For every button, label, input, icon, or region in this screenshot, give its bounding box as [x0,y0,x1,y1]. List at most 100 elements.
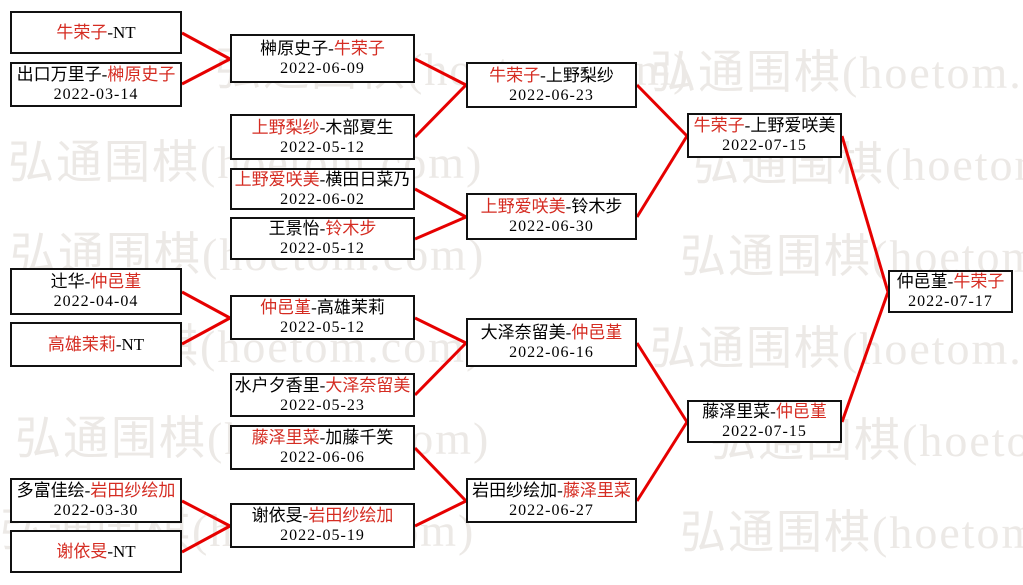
match-date: 2022-05-12 [280,138,365,156]
watermark-text: 弘通围棋(hoetom.com) [680,507,1023,558]
connector-line [413,83,468,139]
vs-hyphen: - [107,542,113,561]
match-date: 2022-05-23 [280,396,365,414]
player-name: 谢依旻 [56,542,108,561]
player-name: NT [113,542,136,561]
match-date: 2022-06-23 [509,86,594,104]
player-name: 上野爱咲美 [480,197,566,216]
match-players: 上野爱咲美-铃木步 [481,196,623,217]
connector-line [414,215,467,241]
match-players: 仲邑堇-高雄茉莉 [260,297,385,318]
player-name: 辻华 [50,272,85,291]
player-name: 上野爱咲美 [750,116,836,135]
match-players: 藤泽里菜-加藤千笑 [252,427,394,448]
match-players: 牛荣子-上野爱咲美 [694,115,836,136]
connector-line [413,446,468,503]
connector-line [635,83,689,138]
match-players: 藤泽里菜-仲邑堇 [702,401,827,422]
match-date: 2022-06-06 [280,449,365,466]
connector-line [181,290,231,320]
match-date: 2022-06-09 [280,60,365,77]
player-name: 岩田纱绘加 [472,481,558,500]
connector-line [414,57,467,87]
vs-hyphen: - [770,402,776,421]
vs-hyphen: - [744,116,751,135]
connector-line [181,31,231,61]
player-name: 水户夕香里 [234,375,320,395]
match-box[interactable]: 牛荣子-NT [10,11,182,54]
player-name: 上野梨纱 [545,65,614,85]
vs-hyphen: - [319,117,326,137]
player-name: 上野梨纱 [251,117,320,137]
match-players: 榊原史子-牛荣子 [260,38,385,59]
vs-hyphen: - [319,375,326,395]
player-name: 牛荣子 [333,39,385,58]
vs-hyphen: - [947,272,954,291]
player-name: NT [121,335,145,354]
match-players: 高雄茉莉-NT [48,334,144,355]
match-date: 2022-06-30 [509,218,594,235]
connector-line [414,316,467,345]
match-box[interactable]: 高雄茉莉-NT [10,322,182,367]
vs-hyphen: - [302,506,309,525]
match-date: 2022-07-17 [908,293,993,310]
match-date: 2022-06-02 [280,190,365,208]
match-date: 2022-06-27 [509,502,594,519]
match-players: 上野梨纱-木部夏生 [252,117,394,138]
match-players: 多富佳绘-岩田纱绘加 [17,480,176,501]
connector-line [635,421,689,502]
connector-line [414,187,467,219]
connector-line [181,524,231,554]
match-box[interactable]: 谢依旻-NT [10,530,182,573]
player-name: 藤泽里菜 [251,428,320,447]
match-players: 谢依旻-岩田纱绘加 [252,505,394,526]
player-name: 出口万里子 [16,65,102,84]
player-name: 岩田纱绘加 [90,481,176,500]
player-name: 王景怡 [268,219,320,238]
player-name: 榊原史子 [260,39,329,58]
connector-line [635,135,689,218]
player-name: NT [113,23,136,42]
match-date: 2022-07-15 [722,137,807,154]
match-players: 出口万里子-榊原史子 [17,64,176,85]
match-players: 辻华-仲邑堇 [51,271,142,292]
watermark-text: 弘通围棋(hoetom.com) [650,323,1023,374]
player-name: 牛荣子 [56,23,108,42]
connector-line [840,291,890,423]
player-name: 牛荣子 [693,116,745,135]
player-name: 高雄茉莉 [47,335,116,354]
match-players: 王景怡-铃木步 [269,218,377,239]
player-name: 仲邑堇 [90,272,142,291]
match-date: 2022-06-16 [509,344,594,361]
vs-hyphen: - [84,272,91,291]
connector-line [413,341,468,397]
player-name: 高雄茉莉 [316,298,385,317]
vs-hyphen: - [557,481,563,500]
match-players: 水户夕香里-大泽奈留美 [235,375,411,396]
player-name: 铃木步 [571,197,623,216]
connector-line [414,499,467,528]
match-date: 2022-05-12 [280,319,365,336]
player-name: 牛荣子 [489,65,541,85]
connector-line [181,57,231,86]
